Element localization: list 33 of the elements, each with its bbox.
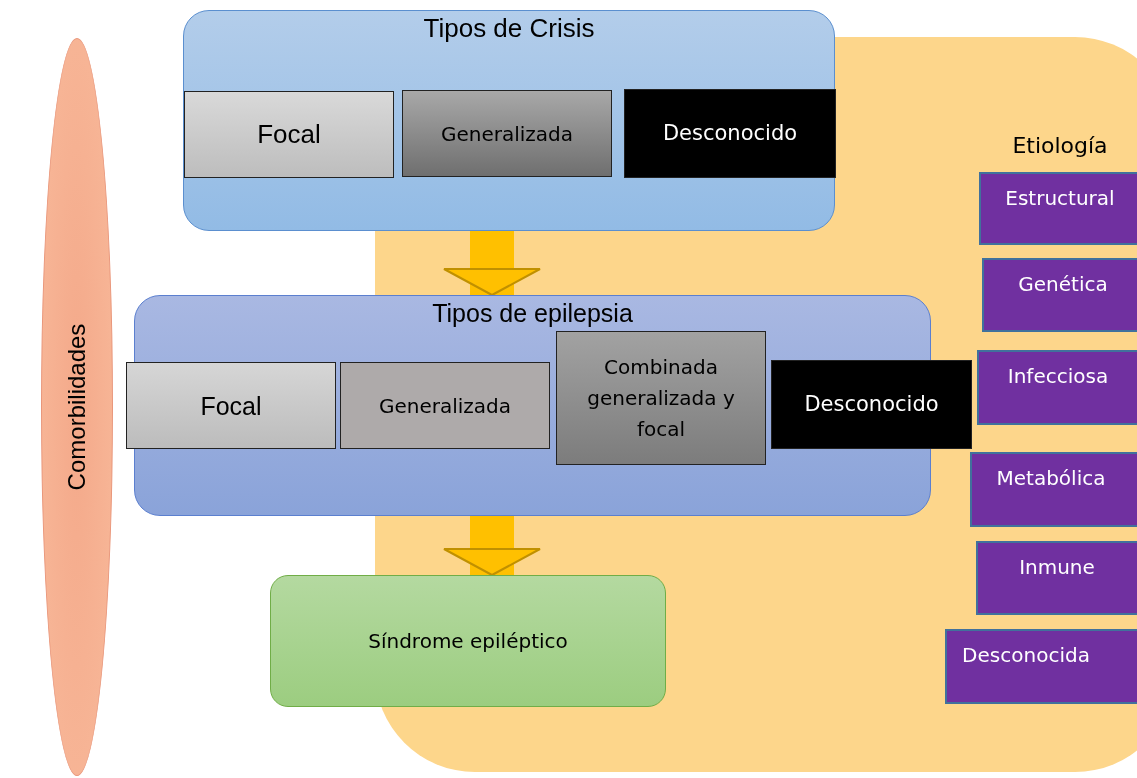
box-label: Inmune (1018, 555, 1096, 579)
box-label: Generalizada (378, 393, 512, 418)
panel-title: Tipos de Crisis (422, 13, 596, 45)
etiology-box (979, 172, 1137, 245)
box-label: Desconocido (804, 391, 939, 418)
box-label: Desconocida (961, 643, 1091, 667)
box-label: Estructural (1004, 186, 1116, 210)
etiology-box (970, 452, 1137, 527)
box-label: Focal (200, 390, 262, 421)
box-label: Combinada generalizada y focal (586, 353, 736, 443)
category-box (624, 89, 836, 178)
etiology-box (945, 629, 1137, 704)
box-label: Metabólica (995, 466, 1107, 490)
section-title: Etiología (1011, 133, 1109, 158)
category-box (402, 90, 612, 177)
etiology-box (976, 541, 1137, 615)
box-label: Desconocido (662, 120, 798, 147)
box-label: Síndrome epiléptico (368, 629, 568, 653)
box-label: Focal (257, 118, 321, 151)
category-box (340, 362, 550, 449)
box-label: Infecciosa (1006, 364, 1110, 388)
etiology-box (982, 258, 1137, 332)
panel-title: Tipos de epilepsia (431, 298, 634, 328)
category-box (556, 331, 766, 465)
block-arrow (443, 516, 541, 576)
vertical-label: Comorbilidades (63, 323, 91, 491)
syndrome-box (270, 575, 666, 707)
category-box (126, 362, 336, 449)
box-label: Generalizada (440, 121, 574, 146)
etiology-box (977, 350, 1137, 425)
category-box (184, 91, 394, 178)
box-label: Genética (1017, 272, 1109, 296)
block-arrow (443, 231, 541, 296)
